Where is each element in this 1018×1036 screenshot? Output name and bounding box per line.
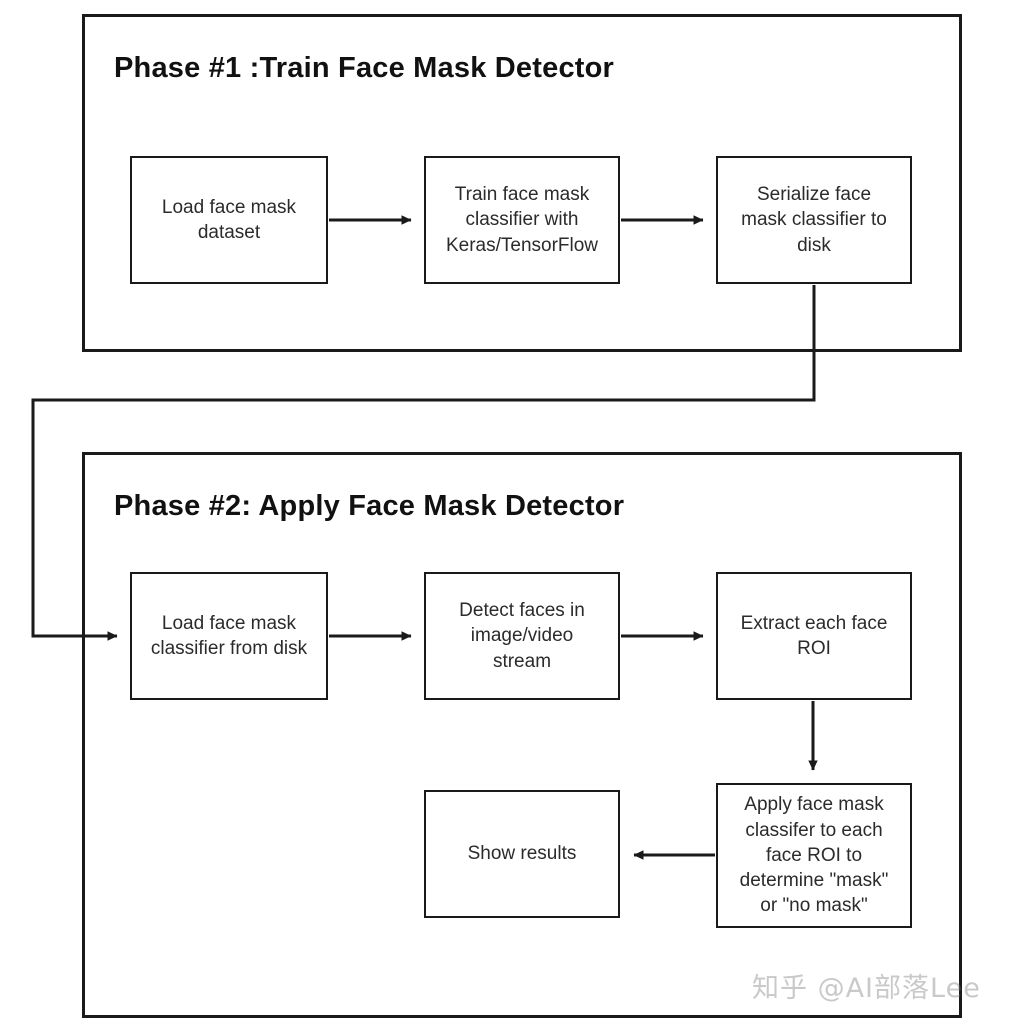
watermark: 知乎 @AI部落Lee (752, 973, 981, 1004)
node-show-results-label: Show results (467, 843, 577, 865)
phase-1-container (82, 14, 962, 352)
arrow-serialize-to-load-classifier (31, 285, 816, 641)
phase-2-container (82, 452, 962, 1018)
node-show-results[interactable]: Show results (424, 790, 620, 918)
phase-1-title: Phase #1 :Train Face Mask Detector (114, 52, 615, 84)
phase-2-title: Phase #2: Apply Face Mask Detector (114, 490, 625, 522)
